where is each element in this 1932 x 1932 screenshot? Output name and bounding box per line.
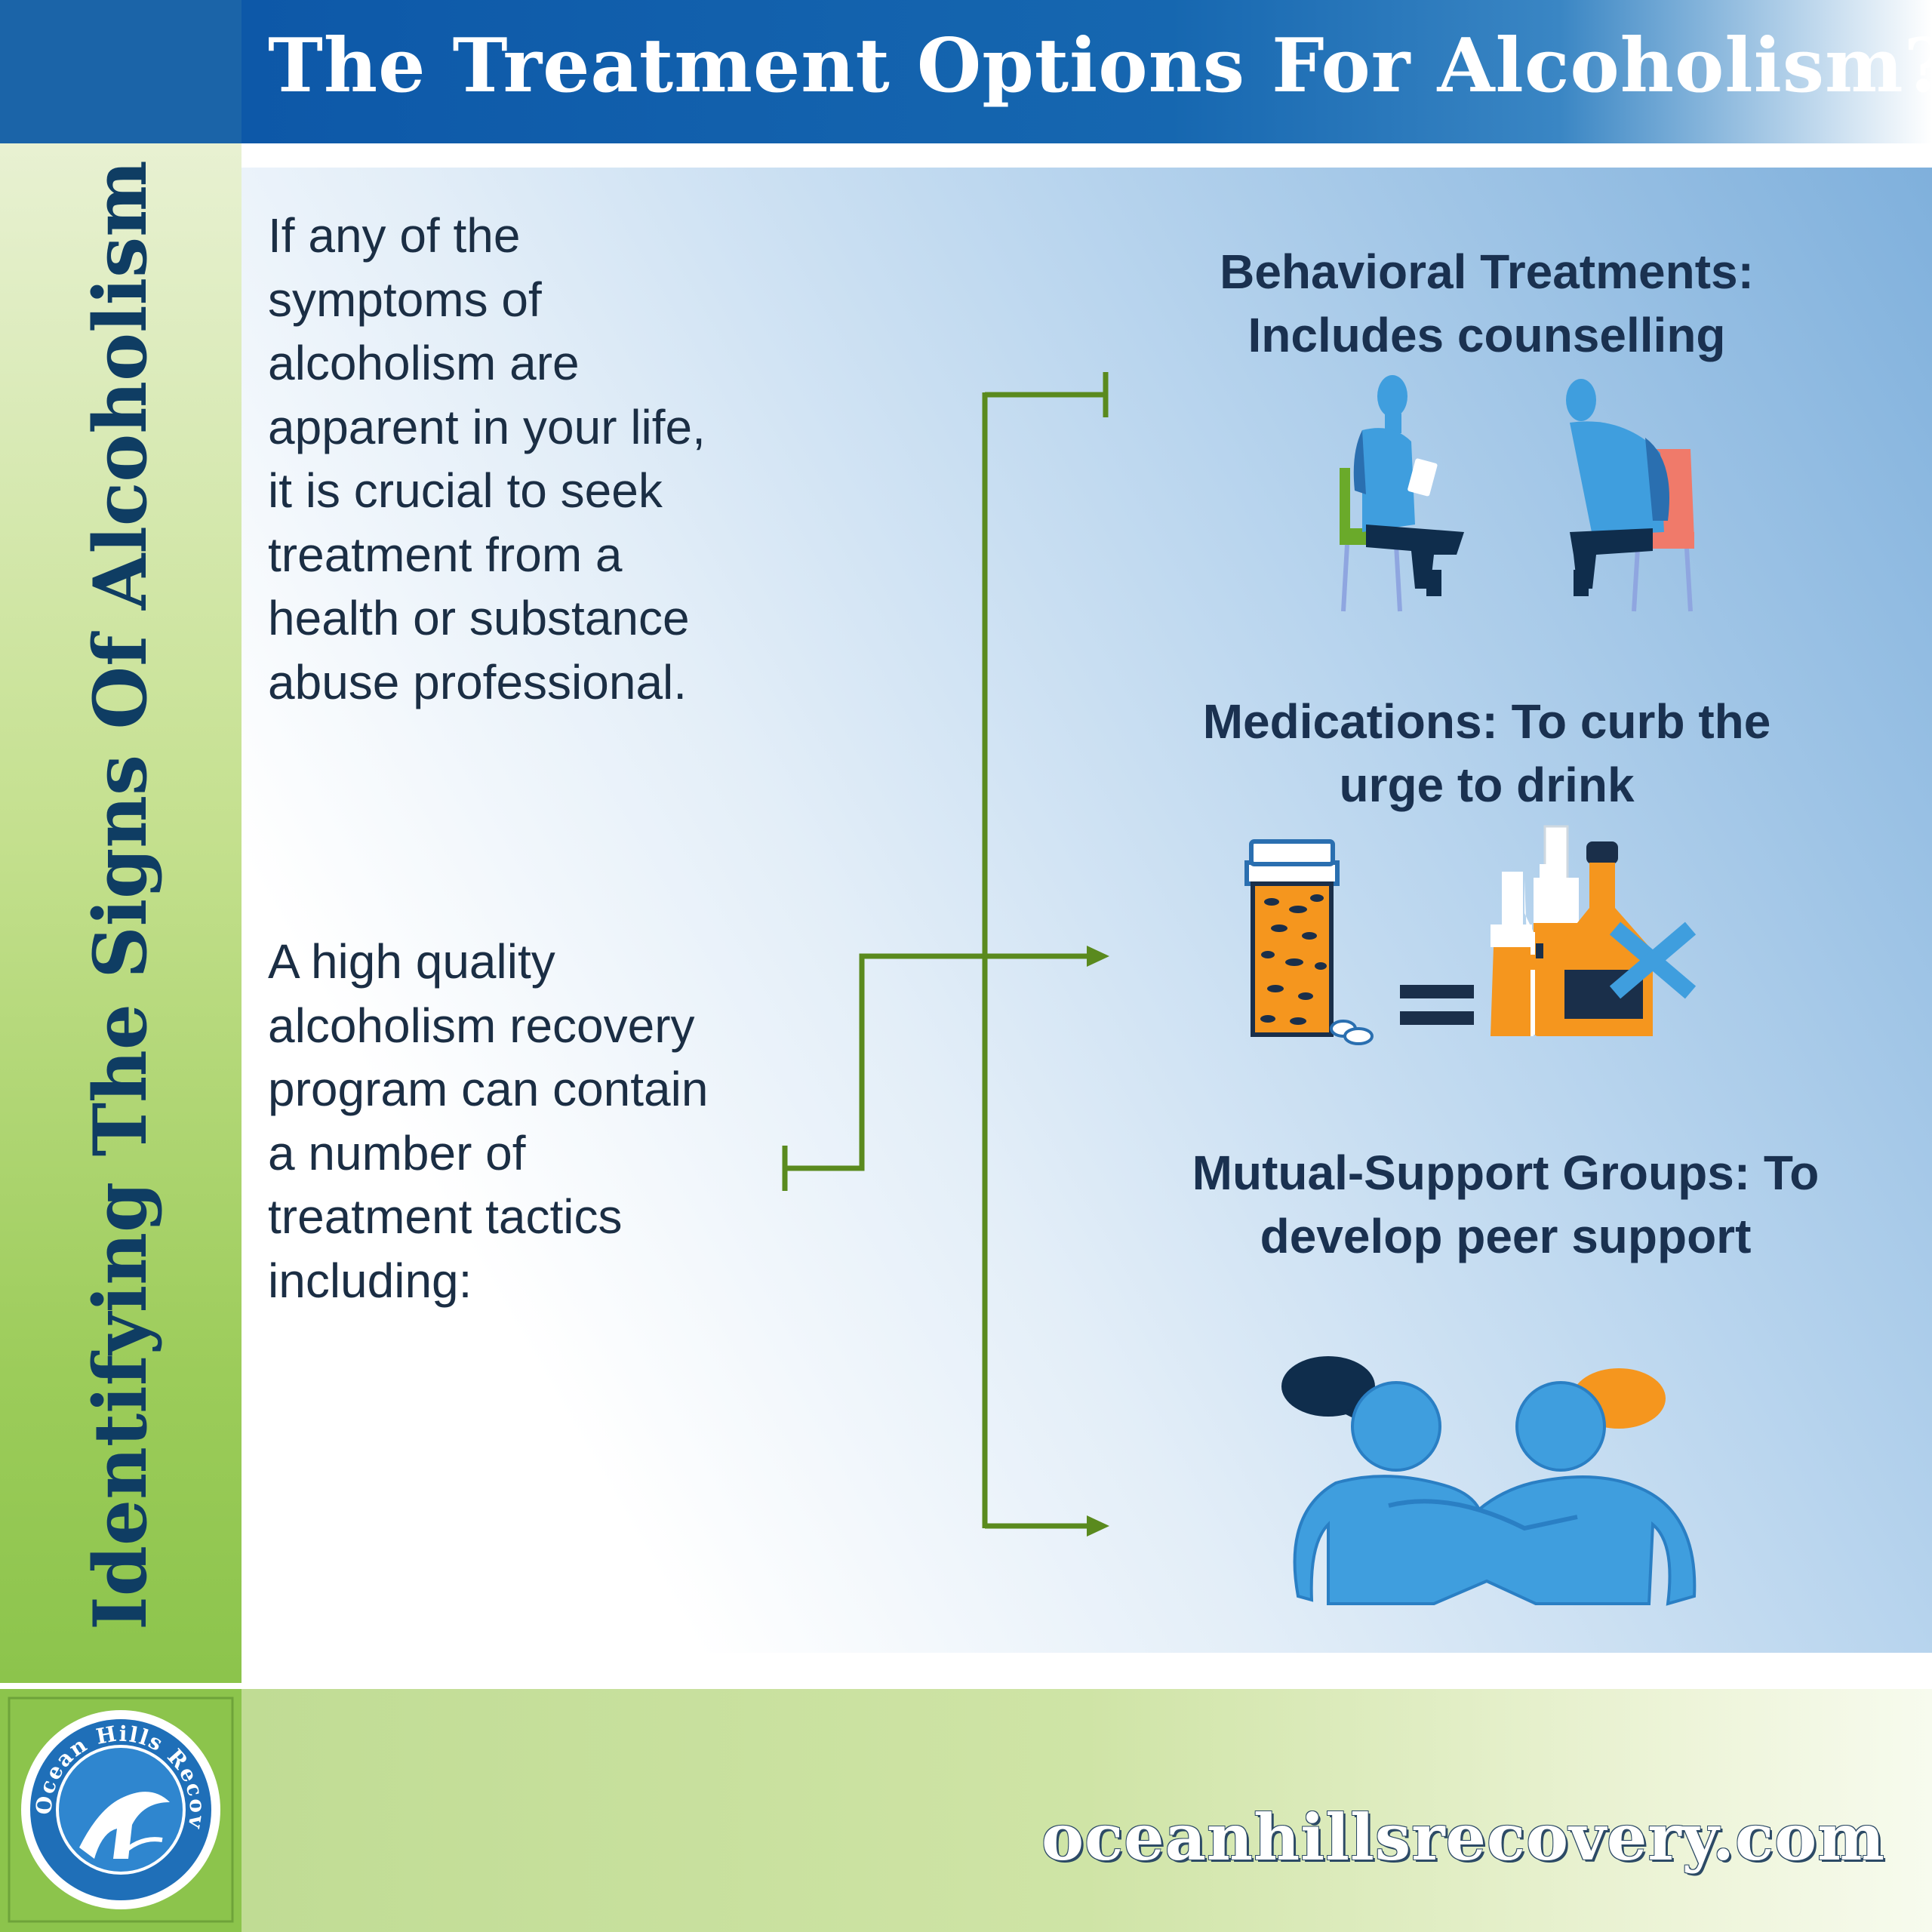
footer-band <box>242 1689 1932 1932</box>
page-title: The Treatment Options For Alcoholism? <box>268 23 1932 109</box>
counselling-session-icon <box>1340 375 1694 612</box>
behavioral-treatments-heading: Behavioral Treatments: Includes counsell… <box>1220 245 1754 362</box>
medications-heading: Medications: To curb the urge to drink <box>1202 694 1771 812</box>
header-bar <box>242 0 1932 143</box>
website-url[interactable]: oceanhillsrecovery.com <box>1041 1800 1886 1875</box>
sidebar <box>0 143 242 1683</box>
intro-paragraph: If any of the symptoms of alcoholism are… <box>268 208 706 709</box>
peer-support-group-icon <box>1281 1356 1697 1606</box>
pills-equals-no-alcohol-icon <box>1244 825 1697 1045</box>
mutual-support-heading: Mutual-Support Groups: To develop peer s… <box>1192 1146 1820 1263</box>
header-left-block <box>0 0 242 143</box>
ocean-hills-recovery-logo: Ocean Hills Recovery <box>0 1677 234 1923</box>
program-paragraph: A high quality alcoholism recovery progr… <box>268 934 709 1308</box>
